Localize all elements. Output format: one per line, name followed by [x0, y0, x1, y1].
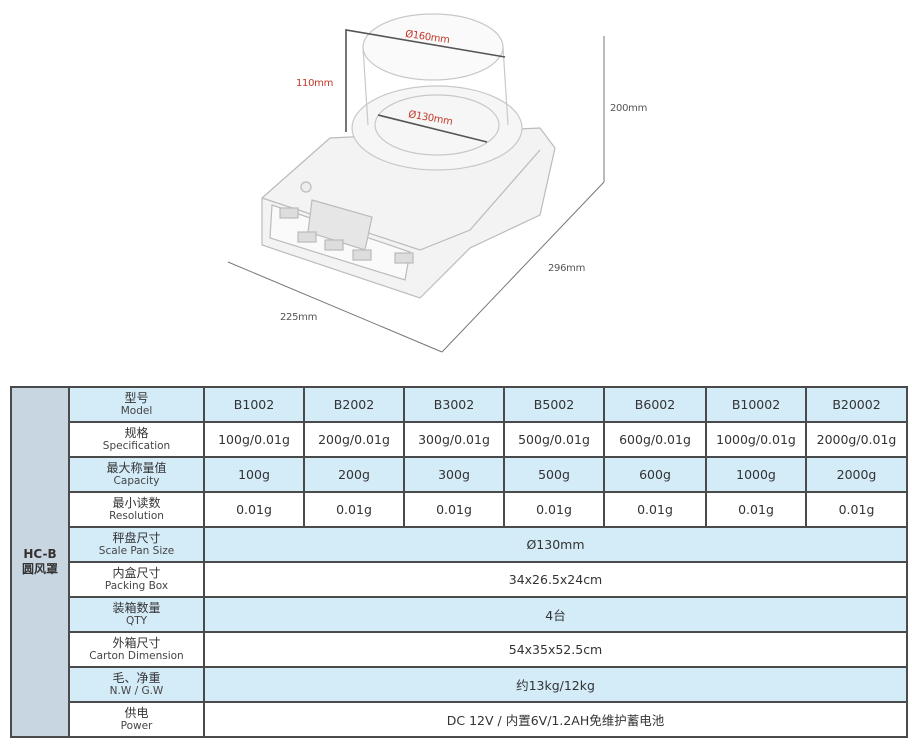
product-dimension-figure: Ø160mm Ø130mm 110mm 200mm 296mm 225mm — [227, 13, 648, 353]
row-label-cn: 规格 — [124, 426, 149, 440]
row-label-en: Capacity — [113, 475, 160, 487]
row-label-cn: 供电 — [124, 706, 149, 720]
shield-height-label: 110mm — [296, 78, 334, 89]
table-cell: 0.01g — [503, 491, 605, 528]
table-cell: 100g — [203, 456, 305, 493]
table-cell: 0.01g — [203, 491, 305, 528]
row-label-en: N.W / G.W — [109, 685, 164, 697]
table-cell-merged: Ø130mm — [203, 526, 908, 563]
row-label-en: Packing Box — [104, 580, 169, 592]
table-cell: 0.01g — [705, 491, 807, 528]
row-label-cn: 秤盘尺寸 — [112, 531, 161, 545]
table-cell: 2000g — [805, 456, 908, 493]
depth-label: 296mm — [548, 263, 586, 274]
table-cell-merged: DC 12V / 内置6V/1.2AH免维护蓄电池 — [203, 701, 908, 738]
row-label-cn: 内盒尺寸 — [112, 566, 161, 580]
table-cell-merged: 4台 — [203, 596, 908, 633]
row-label-en: Scale Pan Size — [98, 545, 175, 557]
table-cell: 0.01g — [805, 491, 908, 528]
table-cell: B20002 — [805, 386, 908, 423]
row-label-en: Carton Dimension — [89, 650, 184, 662]
group-code: HC-B — [23, 547, 57, 561]
row-label-en: Resolution — [109, 510, 164, 522]
table-cell: B1002 — [203, 386, 305, 423]
table-cell: 300g/0.01g — [403, 421, 505, 458]
table-cell-merged: 约13kg/12kg — [203, 666, 908, 703]
table-cell: 2000g/0.01g — [805, 421, 908, 458]
row-label-cn: 型号 — [124, 391, 149, 405]
width-label: 225mm — [280, 312, 318, 323]
table-cell: 500g/0.01g — [503, 421, 605, 458]
table-cell: 100g/0.01g — [203, 421, 305, 458]
table-cell: 600g/0.01g — [603, 421, 707, 458]
table-cell: B3002 — [403, 386, 505, 423]
table-cell: B6002 — [603, 386, 707, 423]
row-label-cn: 毛、净重 — [112, 671, 161, 685]
row-label-en: Model — [120, 405, 153, 417]
total-height-label: 200mm — [610, 103, 648, 114]
table-cell: 1000g — [705, 456, 807, 493]
balance-illustration — [227, 13, 605, 353]
row-label-en: QTY — [125, 615, 148, 627]
table-cell: 0.01g — [403, 491, 505, 528]
row-label-cn: 外箱尺寸 — [112, 636, 161, 650]
table-cell: 1000g/0.01g — [705, 421, 807, 458]
table-cell: 0.01g — [603, 491, 707, 528]
row-label-cn: 最大称量值 — [106, 461, 167, 475]
table-cell: 200g — [303, 456, 405, 493]
table-cell: 0.01g — [303, 491, 405, 528]
row-label-cn: 装箱数量 — [112, 601, 161, 615]
table-cell: 600g — [603, 456, 707, 493]
group-name: 圆风罩 — [21, 562, 58, 576]
table-cell: B5002 — [503, 386, 605, 423]
table-cell-merged: 34x26.5x24cm — [203, 561, 908, 598]
table-cell: 200g/0.01g — [303, 421, 405, 458]
table-cell: B10002 — [705, 386, 807, 423]
row-label-en: Specification — [102, 440, 171, 452]
row-label-en: Power — [120, 720, 153, 732]
table-cell-merged: 54x35x52.5cm — [203, 631, 908, 668]
table-cell: B2002 — [303, 386, 405, 423]
table-cell: 500g — [503, 456, 605, 493]
table-cell: 300g — [403, 456, 505, 493]
row-label-cn: 最小读数 — [112, 496, 161, 510]
